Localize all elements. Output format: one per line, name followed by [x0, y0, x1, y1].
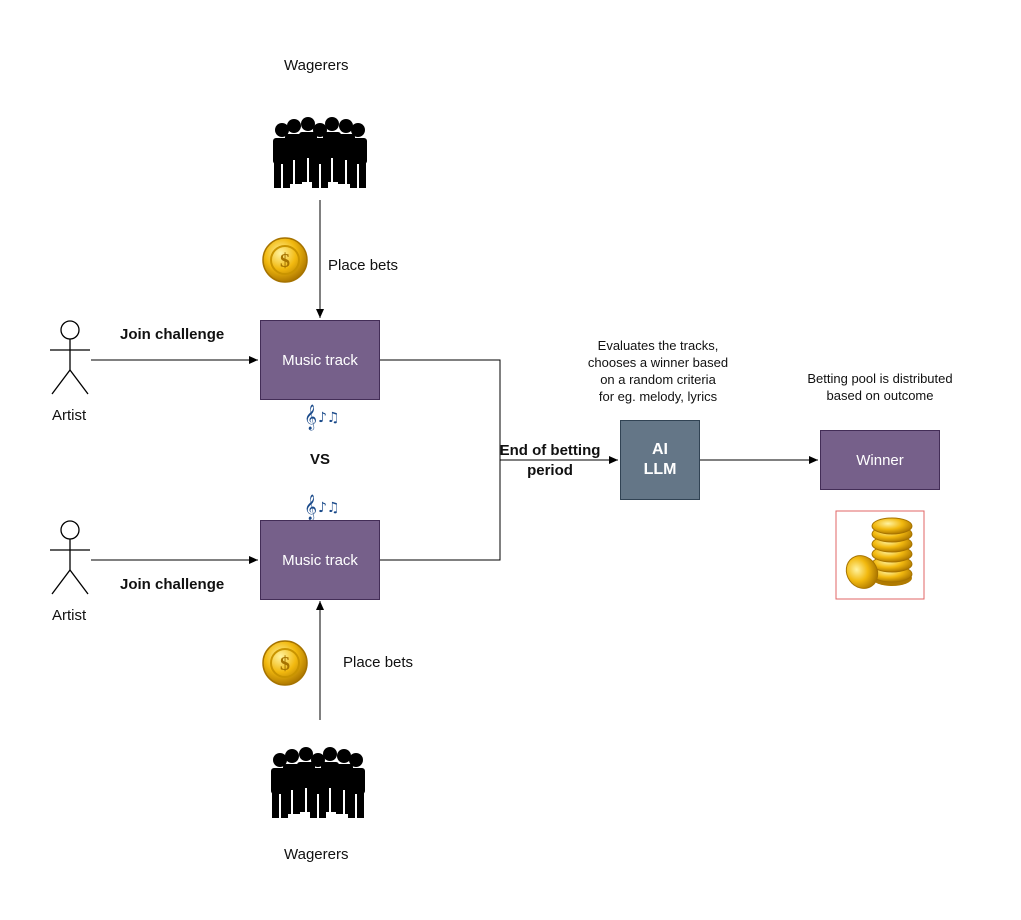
ai-llm-box[interactable]: AI LLM	[620, 420, 700, 500]
music-track-bottom-box[interactable]: Music track	[260, 520, 380, 600]
pool-note: Betting pool is distributed based on out…	[790, 370, 970, 404]
coin-stack-icon	[835, 510, 925, 600]
end-of-betting-line2: period	[527, 462, 573, 479]
stick-figure-icon	[49, 320, 91, 395]
evaluates-line: Evaluates the tracks,	[597, 338, 719, 353]
evaluates-note: Evaluates the tracks, chooses a winner b…	[568, 337, 748, 405]
vs-label: VS	[310, 451, 331, 468]
stick-figure-icon	[49, 520, 91, 595]
edge-bottom-merge	[380, 460, 501, 561]
join-challenge-bottom-label: Join challenge	[120, 576, 225, 593]
coin-icon	[262, 640, 308, 686]
place-bets-bottom-label: Place bets	[343, 654, 414, 671]
artist-top-label: Artist	[52, 407, 87, 424]
join-challenge-top-label: Join challenge	[120, 326, 225, 343]
crowd-icon	[273, 117, 367, 188]
ai-line2: LLM	[643, 461, 677, 478]
winner-box[interactable]: Winner	[820, 430, 940, 490]
music-track-bottom-label: Music track	[282, 551, 358, 569]
music-note-icon	[304, 404, 340, 430]
evaluates-line: for eg. melody, lyrics	[598, 389, 718, 404]
evaluates-line: on a random criteria	[600, 372, 716, 387]
pool-line: based on outcome	[826, 388, 934, 403]
music-track-top-label: Music track	[282, 351, 358, 369]
music-track-top-box[interactable]: Music track	[260, 320, 380, 400]
end-of-betting-label: End of betting period	[494, 441, 606, 481]
winner-label: Winner	[856, 451, 904, 469]
edge-top-merge	[380, 359, 501, 460]
place-bets-top-label: Place bets	[328, 257, 399, 274]
ai-line1: AI	[652, 441, 668, 458]
evaluates-line: chooses a winner based	[587, 355, 729, 370]
artist-bottom-label: Artist	[52, 607, 87, 624]
wagerers-top-label: Wagerers	[284, 57, 349, 74]
music-note-icon	[304, 494, 340, 520]
wagerers-bottom-label: Wagerers	[284, 846, 349, 863]
crowd-icon	[271, 747, 365, 818]
coin-icon	[262, 237, 308, 283]
pool-line: Betting pool is distributed	[807, 371, 953, 386]
end-of-betting-line1: End of betting	[499, 442, 601, 459]
